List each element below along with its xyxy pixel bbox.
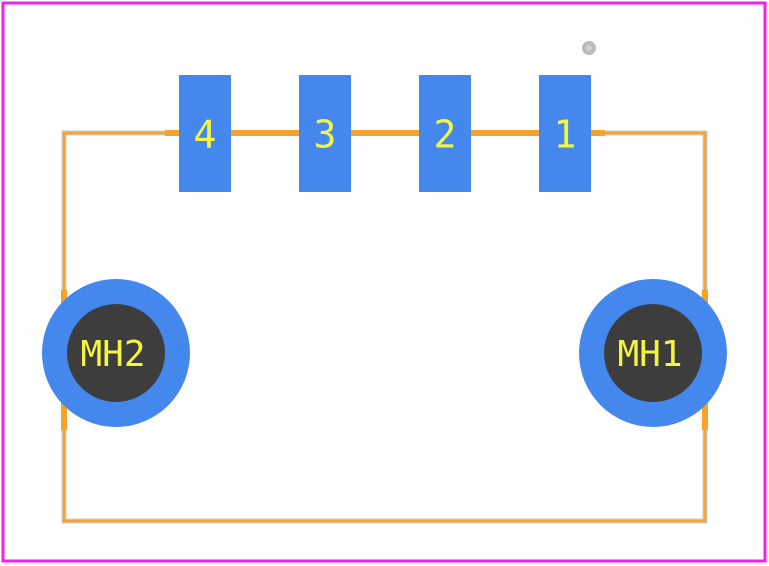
mounting-hole-mh2: MH2	[42, 279, 190, 427]
pad-label: 3	[314, 113, 337, 157]
hole-label: MH1	[617, 334, 682, 375]
pad-label: 4	[194, 113, 217, 157]
mounting-hole-mh1: MH1	[579, 279, 727, 427]
pad-label: 1	[554, 113, 577, 157]
hole-label: MH2	[80, 334, 145, 375]
pin1-marker-icon	[582, 41, 596, 55]
pad-1: 1	[539, 75, 591, 192]
pad-label: 2	[434, 113, 457, 157]
pad-3: 3	[299, 75, 351, 192]
pad-2: 2	[419, 75, 471, 192]
pad-4: 4	[179, 75, 231, 192]
